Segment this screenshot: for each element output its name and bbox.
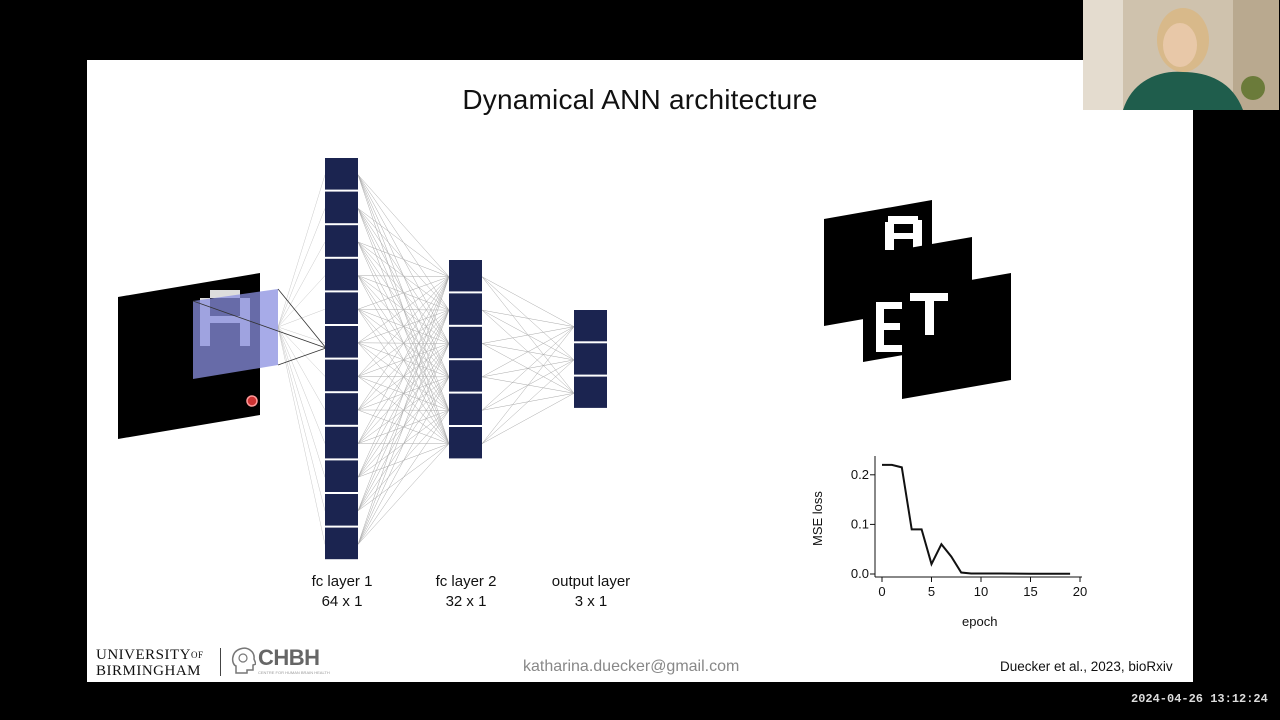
fc1-node-6 (325, 326, 358, 358)
output-layer-nodes (574, 310, 607, 408)
fc1-node-1 (325, 158, 358, 190)
head-profile-icon (231, 647, 256, 674)
chbh-full-name: CENTRE FOR HUMAN BRAIN HEALTH (258, 670, 330, 675)
fc1-node-8 (325, 393, 358, 425)
fc1-node-7 (325, 359, 358, 392)
fc1-node-5 (325, 292, 358, 324)
x-tick-label-2: 10 (974, 584, 988, 599)
footer-email: katharina.duecker@gmail.com (523, 658, 740, 675)
output-node-3 (574, 376, 607, 408)
loss-curve (882, 463, 1071, 575)
layer-label-fc2: fc layer 2 32 x 1 (435, 573, 497, 610)
fc2-node-4 (449, 360, 482, 392)
slide-title: Dynamical ANN architecture (462, 84, 818, 115)
presenter-video-icon (1083, 0, 1279, 110)
stimulus-letter-t-glyph (910, 293, 948, 335)
loss-chart: 0.0 0.1 0.2 0 5 10 15 20 MSE loss epoch (810, 456, 1087, 629)
stimulus-frame-t (902, 273, 1011, 399)
output-node-2 (574, 343, 607, 375)
projection-line-bottom (277, 347, 327, 366)
projection-line-top (277, 288, 327, 349)
logo-divider (220, 648, 221, 676)
fc-layer-1-nodes (325, 158, 358, 560)
x-ticks: 0 5 10 15 20 (878, 577, 1087, 599)
stimulus-letter-e-glyph (876, 302, 902, 352)
fc1-node-12 (325, 527, 358, 560)
projection-line-left (192, 300, 327, 349)
y-axis-label: MSE loss (810, 491, 825, 546)
input-image (118, 273, 327, 439)
layer-label-output: output layer 3 x 1 (551, 573, 631, 610)
footer-citation: Duecker et al., 2023, bioRxiv (1000, 659, 1173, 674)
stimulus-letter-a-glyph (885, 216, 922, 250)
x-tick-label-3: 15 (1023, 584, 1037, 599)
receptive-field-highlight (193, 289, 278, 379)
chbh-logo-text: CHBH (258, 645, 320, 670)
fc2-node-3 (449, 326, 482, 359)
x-tick-label-1: 5 (928, 584, 935, 599)
y-ticks: 0.0 0.1 0.2 (851, 467, 875, 581)
fc1-node-4 (325, 258, 358, 291)
fc1-node-3 (325, 225, 358, 257)
output-node-1 (574, 310, 607, 342)
layer-label-fc1: fc layer 1 64 x 1 (311, 573, 373, 610)
webcam-video-feed[interactable] (1083, 0, 1279, 110)
x-tick-label-0: 0 (878, 584, 885, 599)
fc2-node-6 (449, 427, 482, 459)
y-tick-label-2: 0.2 (851, 467, 869, 482)
fc2-node-1 (449, 260, 482, 292)
fc1-node-10 (325, 460, 358, 492)
x-axis-label: epoch (962, 614, 997, 629)
stimulus-stack (824, 200, 1011, 399)
y-tick-label-0: 0.0 (851, 566, 869, 581)
university-logo: UNIVERSITYOF BIRMINGHAM (96, 647, 204, 679)
input-dot-marker (246, 395, 258, 407)
fc1-node-9 (325, 426, 358, 459)
fc1-node-11 (325, 494, 358, 526)
fc-layer-2-nodes (449, 260, 482, 459)
fc2-node-5 (449, 393, 482, 425)
network-connections (277, 174, 575, 545)
fc1-node-2 (325, 191, 358, 224)
y-tick-label-1: 0.1 (851, 516, 869, 531)
timestamp-overlay: 2024-04-26 13:12:24 (1131, 692, 1268, 706)
fc2-node-2 (449, 293, 482, 325)
x-tick-label-4: 20 (1073, 584, 1087, 599)
